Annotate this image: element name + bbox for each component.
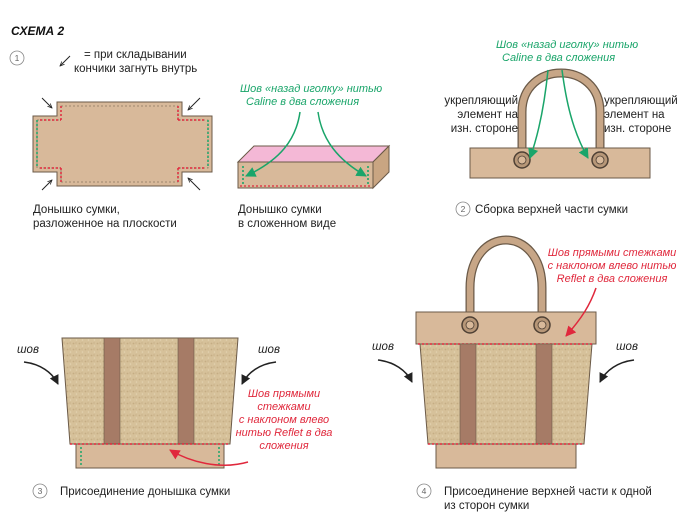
right-label-line-1: укрепляющий bbox=[604, 95, 678, 107]
bag-body bbox=[419, 343, 593, 445]
arrow-icon bbox=[169, 449, 249, 466]
flat-bottom-piece bbox=[32, 101, 213, 187]
handle bbox=[518, 69, 604, 160]
step-number: 4 bbox=[422, 486, 427, 496]
arrow-icon bbox=[317, 111, 367, 177]
stitch-note-line-1: Шов прямыми стежками bbox=[548, 247, 677, 259]
arrow-icon bbox=[245, 111, 301, 177]
arrow-icon bbox=[561, 69, 589, 159]
right-seam-label: шов bbox=[258, 344, 280, 356]
diagram-title: СХЕМА 2 bbox=[11, 24, 65, 38]
fold-arrow-icon bbox=[188, 178, 201, 191]
bag-bottom bbox=[435, 443, 577, 469]
handle bbox=[466, 236, 546, 325]
strap bbox=[535, 343, 553, 445]
step-number: 1 bbox=[15, 53, 20, 63]
step-number-badge bbox=[416, 483, 432, 499]
step-4: Шов прямыми стежками с наклоном влево ни… bbox=[372, 235, 677, 512]
arrow-icon bbox=[528, 69, 549, 159]
stitch-note-line-3: Reflet в два сложения bbox=[557, 273, 668, 285]
flat-caption-line-1: Донышко сумки, bbox=[33, 204, 120, 216]
step-3: шов шов Шов прямыми стежками с наклоном … bbox=[17, 337, 333, 499]
bag-bottom bbox=[75, 443, 225, 469]
stitch-note-line-5: сложения bbox=[259, 440, 308, 452]
right-label-line-3: изн. стороне bbox=[604, 123, 671, 135]
arrow-icon bbox=[23, 361, 59, 385]
stitch-note-line-1: Шов прямыми bbox=[248, 388, 320, 400]
strap bbox=[103, 337, 121, 445]
step-1: 1 = при складывании кончики загнуть внут… bbox=[9, 49, 391, 230]
stitch-note-line-2: стежками bbox=[257, 401, 310, 413]
stitch-note-line-3: с наклоном влево bbox=[239, 414, 329, 426]
folded-bottom-front bbox=[237, 161, 374, 189]
right-label-line-2: элемент на bbox=[604, 109, 665, 121]
folded-caption-line-2: в сложенном виде bbox=[238, 218, 336, 230]
stitch-note-line-2: Caline в два сложения bbox=[246, 96, 359, 108]
folded-bottom-top bbox=[236, 145, 391, 163]
left-label-line-1: укрепляющий bbox=[444, 95, 518, 107]
arrow-icon bbox=[599, 359, 635, 383]
strap bbox=[459, 343, 477, 445]
left-label-line-3: изн. стороне bbox=[451, 123, 518, 135]
step-number: 3 bbox=[38, 486, 43, 496]
stitch-note-line-2: Caline в два сложения bbox=[502, 52, 615, 64]
legend-line-1: = при складывании bbox=[84, 49, 187, 61]
fold-arrow-icon bbox=[60, 55, 71, 66]
right-seam-label: шов bbox=[616, 341, 638, 353]
left-label-line-2: элемент на bbox=[457, 109, 518, 121]
upper-panel bbox=[415, 311, 597, 345]
arrow-icon bbox=[241, 361, 277, 385]
arrow-icon bbox=[565, 287, 597, 337]
fold-arrow-icon bbox=[188, 97, 201, 110]
step-number-badge bbox=[9, 50, 25, 66]
left-seam-label: шов bbox=[372, 341, 394, 353]
flat-caption-line-2: разложенное на плоскости bbox=[33, 218, 177, 230]
step-4-caption-line-2: из сторон сумки bbox=[444, 500, 529, 512]
step-number: 2 bbox=[461, 204, 466, 214]
step-number-badge bbox=[32, 483, 48, 499]
folded-caption-line-1: Донышко сумки bbox=[238, 204, 322, 216]
stitch-note-line-2: с наклоном влево нитью bbox=[548, 260, 677, 272]
stitch-note-line-1: Шов «назад иголку» нитью bbox=[240, 83, 382, 95]
step-4-caption-line-1: Присоединение верхней части к одной bbox=[444, 486, 652, 498]
arrow-icon bbox=[377, 359, 413, 383]
upper-panel bbox=[469, 147, 651, 179]
step-2: Шов «назад иголку» нитью Caline в два сл… bbox=[444, 39, 678, 217]
fold-arrow-icon bbox=[41, 97, 52, 108]
legend-line-2: кончики загнуть внутрь bbox=[74, 63, 197, 75]
fold-arrow-icon bbox=[41, 180, 52, 191]
bag-body bbox=[61, 337, 239, 445]
stitch-note-line-4: нитью Reflet в два bbox=[236, 427, 333, 439]
step-3-caption: Присоединение донышка сумки bbox=[60, 486, 230, 498]
strap bbox=[177, 337, 195, 445]
step-number-badge bbox=[455, 201, 471, 217]
stitch-note-line-1: Шов «назад иголку» нитью bbox=[496, 39, 638, 51]
step-2-caption: Сборка верхней части сумки bbox=[475, 204, 628, 216]
left-seam-label: шов bbox=[17, 344, 39, 356]
